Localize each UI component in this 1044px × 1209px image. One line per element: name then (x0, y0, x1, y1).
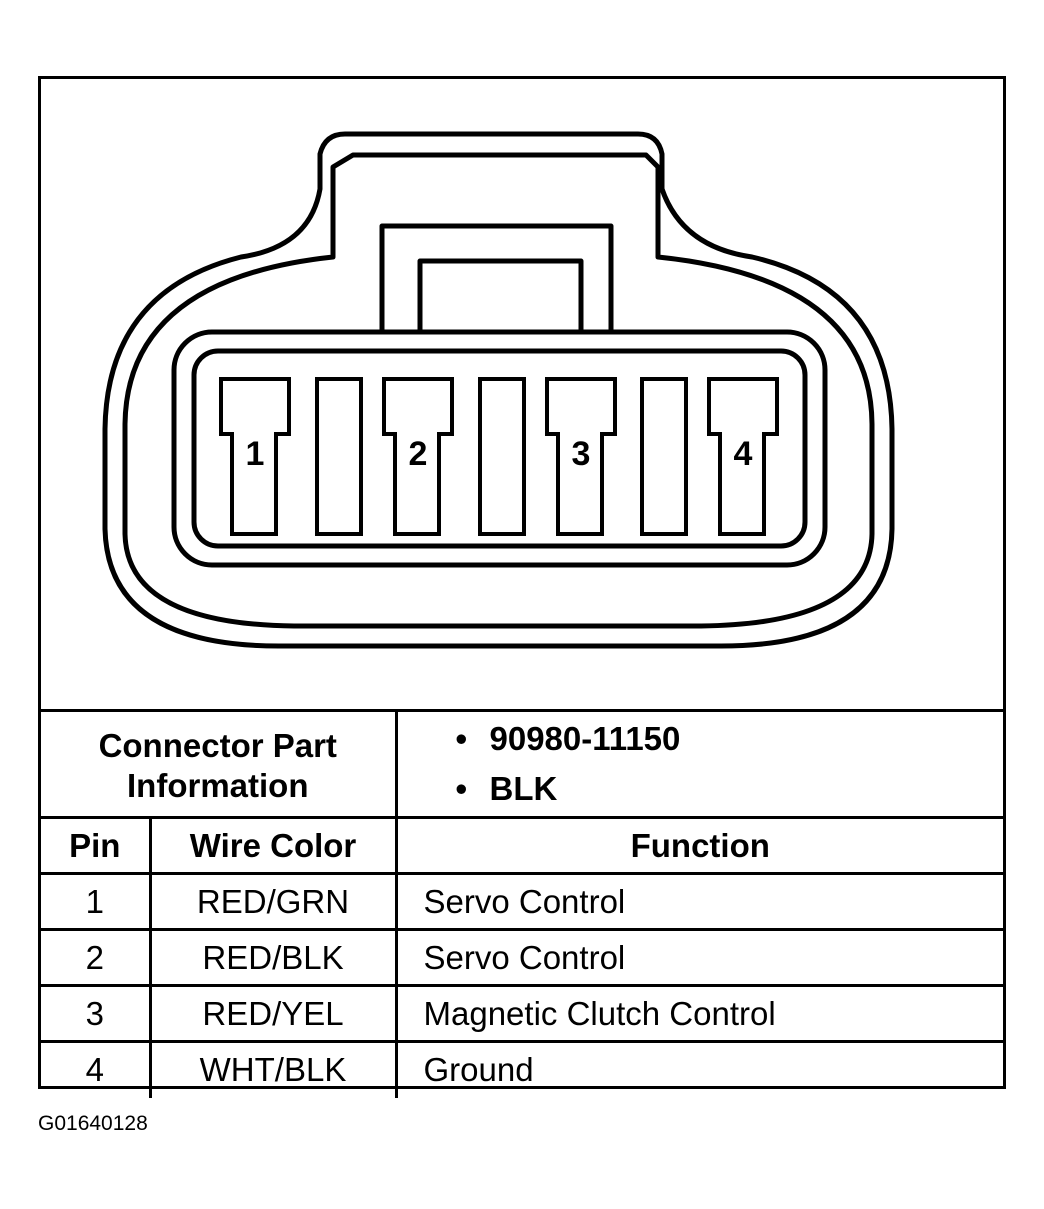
wire-color-cell: WHT/BLK (148, 1040, 396, 1098)
terminal-1-slot (219, 377, 291, 536)
pin-cell: 4 (41, 1040, 150, 1098)
terminal-3-label: 3 (572, 435, 591, 473)
terminal-2-label: 2 (409, 435, 428, 473)
part-info-label: Connector Part Information (41, 709, 396, 818)
bullet-icon: • (455, 770, 468, 807)
wire-color-cell: RED/BLK (148, 928, 396, 986)
pin-cell: 3 (41, 984, 150, 1042)
header-wire-color: Wire Color (148, 816, 396, 874)
table-row: 2 RED/BLK Servo Control (41, 928, 1003, 986)
part-info-label-line1: Connector Part (98, 727, 337, 764)
function-cell: Magnetic Clutch Control (394, 984, 1003, 1042)
connector-housing-inner (122, 152, 875, 629)
terminal-3-slot (545, 377, 617, 536)
divider-slot-2 (478, 377, 526, 536)
function-cell: Servo Control (394, 928, 1003, 986)
wire-color-cell: RED/YEL (148, 984, 396, 1042)
header-function: Function (394, 816, 1003, 874)
terminal-2-slot (382, 377, 454, 536)
table-row: 4 WHT/BLK Ground (41, 1040, 1003, 1098)
header-pin: Pin (41, 816, 150, 874)
connector-info-table: Connector Part Information • 90980-11150 … (41, 709, 1003, 1098)
table-row: 3 RED/YEL Magnetic Clutch Control (41, 984, 1003, 1042)
connector-figure-frame: 1 2 3 4 Connector Part Information • 9098… (38, 76, 1006, 1098)
lock-tab-inner (417, 258, 584, 332)
terminal-4-label: 4 (734, 435, 753, 473)
divider-slot-1 (315, 377, 363, 536)
function-cell: Servo Control (394, 872, 1003, 930)
wire-color-cell: RED/GRN (148, 872, 396, 930)
part-info-row: Connector Part Information • 90980-11150 … (41, 709, 1004, 818)
part-number-value: 90980-11150 (489, 720, 681, 757)
table-row: 1 RED/GRN Servo Control (41, 872, 1003, 930)
lock-tab-outer (379, 223, 614, 332)
connector-housing-outer (102, 131, 895, 649)
part-color: • BLK (456, 764, 1004, 814)
part-number: • 90980-11150 (456, 714, 1004, 764)
pin-cell: 2 (41, 928, 150, 986)
function-cell: Ground (394, 1040, 1003, 1098)
pin-cell: 1 (41, 872, 150, 930)
divider-slot-3 (640, 377, 688, 536)
bullet-icon: • (455, 720, 468, 757)
cavity-outer (171, 329, 828, 568)
part-color-value: BLK (489, 770, 558, 807)
connector-face-drawing: 1 2 3 4 (102, 131, 895, 649)
part-info-values: • 90980-11150 • BLK (394, 709, 1004, 818)
cavity-inner (191, 348, 808, 549)
table-header-row: Pin Wire Color Function (41, 816, 1003, 874)
terminal-4-slot (707, 377, 779, 536)
terminal-1-label: 1 (246, 435, 265, 473)
part-info-label-line2: Information (127, 767, 309, 804)
figure-id: G01640128 (38, 1112, 148, 1135)
